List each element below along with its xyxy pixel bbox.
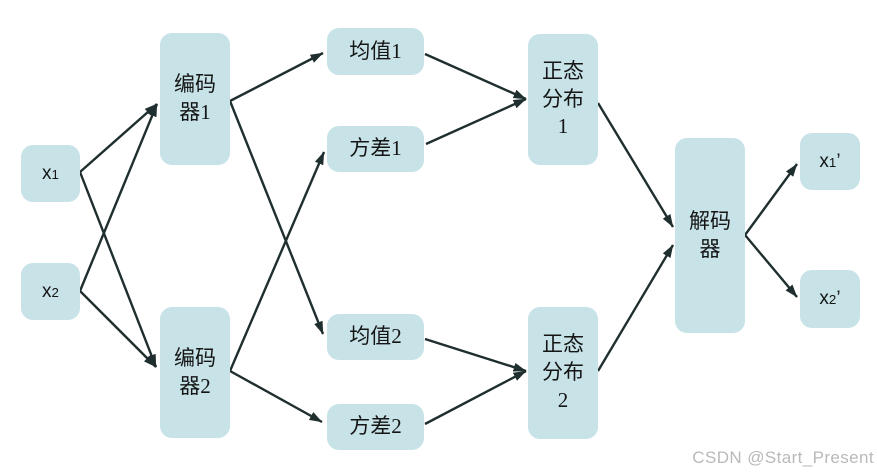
node-label-x2-prime: x2’ [819,288,841,309]
node-x2-prime: x2’ [800,270,860,328]
node-label-variance2: 方差2 [349,414,402,439]
edge-variance2-to-normal-dist2 [424,369,527,426]
edge-variance1-to-normal-dist1 [425,97,527,146]
node-label-x1-prime: x1’ [819,150,841,172]
node-encoder1: 编码器1 [160,33,230,165]
edge-encoder2-to-variance1 [228,151,326,372]
edge-x2-to-encoder1 [78,103,159,292]
node-label-mean1: 均值1 [349,38,402,63]
node-variance2: 方差2 [327,404,424,450]
node-label-variance1: 方差1 [349,136,402,161]
edge-encoder1-to-mean2 [228,100,325,335]
edge-x1-to-encoder1 [79,103,158,173]
edge-x1-to-encoder2 [78,171,158,368]
node-label-mean2: 均值2 [349,324,402,349]
watermark: CSDN @Start_Present [692,448,874,467]
node-encoder2: 编码器2 [160,307,230,438]
edge-normal-dist1-to-decoder [596,102,675,228]
node-label-encoder1: 编码器1 [174,72,216,124]
edge-mean1-to-normal-dist1 [424,52,527,101]
edge-decoder-to-x2-prime [744,234,798,298]
node-mean2: 均值2 [327,314,424,360]
edge-normal-dist2-to-decoder [596,244,675,372]
edge-mean2-to-normal-dist2 [424,337,527,373]
node-x1-prime: x1’ [800,133,860,190]
node-x2: x2 [21,263,80,320]
node-label-encoder2: 编码器2 [174,345,216,398]
edge-encoder1-to-mean1 [229,51,324,103]
node-label-x1: x1 [42,162,59,184]
node-variance1: 方差1 [327,126,424,172]
node-mean1: 均值1 [327,28,424,75]
node-label-decoder: 解码器 [689,208,731,261]
node-label-x2: x2 [42,280,59,302]
node-x1: x1 [21,145,80,202]
node-decoder: 解码器 [675,138,745,333]
edge-decoder-to-x1-prime [744,163,798,236]
edge-x2-to-encoder2 [79,290,157,368]
edge-encoder2-to-variance2 [229,369,323,424]
